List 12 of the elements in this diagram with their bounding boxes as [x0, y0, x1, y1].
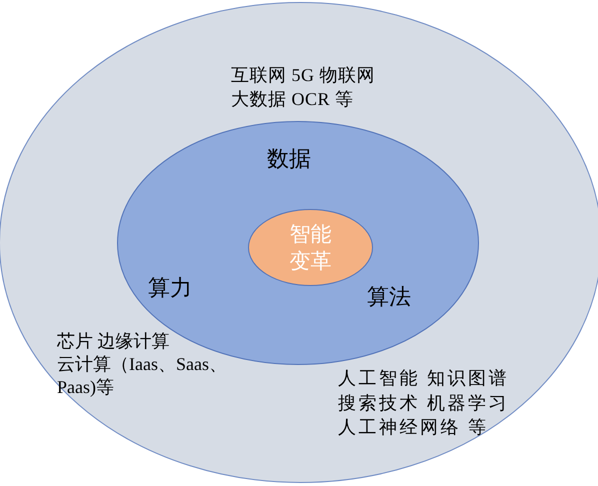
layer-label: 数据: [267, 146, 311, 172]
keyword-list: 人工智能 知识图谱: [338, 366, 509, 390]
keyword-list: 搜索技术 机器学习: [338, 390, 509, 414]
keyword-list: 互联网 5G 物联网: [231, 63, 375, 87]
keyword-list: 人工神经网络 等: [338, 415, 488, 439]
center-ellipse: [248, 209, 373, 286]
keyword-list: 云计算（Iaas、Saas、Paas)等: [57, 353, 248, 399]
layer-label: 算法: [367, 284, 411, 310]
keyword-list: 大数据 OCR 等: [231, 87, 354, 111]
keyword-list: 芯片 边缘计算: [57, 330, 170, 353]
center-label: 智能变革: [288, 221, 332, 275]
layer-label: 算力: [148, 275, 192, 301]
